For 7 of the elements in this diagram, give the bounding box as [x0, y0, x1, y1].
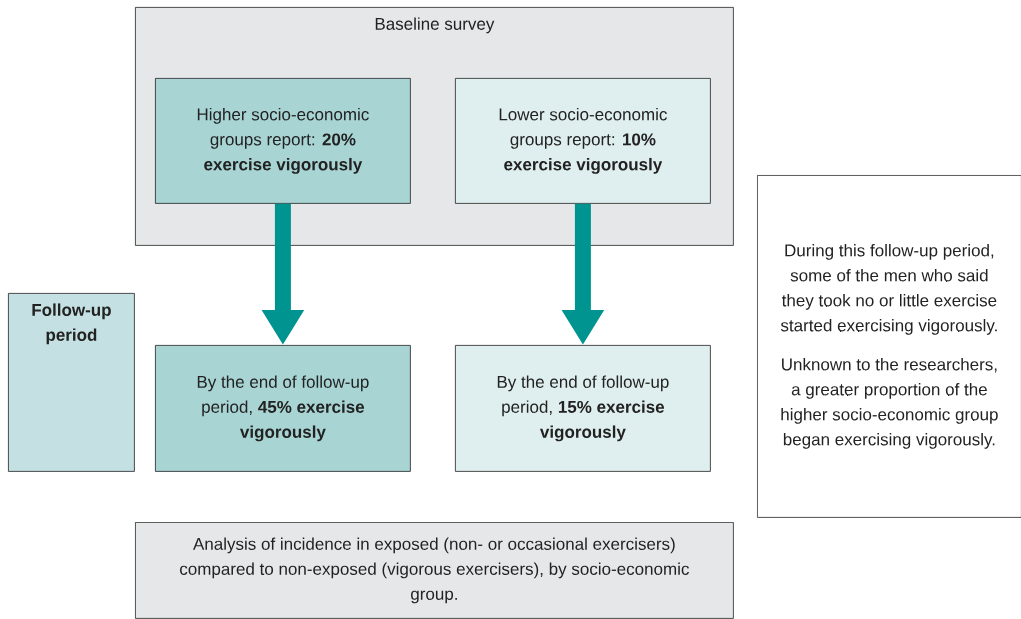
process-box: Higher socio-economic groups report: 20% exercise vigorously [155, 78, 411, 204]
process-box: By the end of follow-up period, 15% exercise vigorously [455, 345, 711, 472]
note-box: During this follow-up period, some of the men who said they took no or little exercise started exercising vigorously. Unknown to the researchers, a greater proportion of the higher socio-economic group began exercising vigorously. [757, 175, 1021, 518]
summary-box: Analysis of incidence in exposed (non- or occasional exercisers) compared to non-exposed (vigorous exercisers), by socio-economic group. [135, 522, 734, 619]
side-label-box: Follow-up period [8, 293, 135, 472]
process-box: Lower socio-economic groups report: 10% exercise vigorously [455, 78, 711, 204]
process-box: By the end of follow-up period, 45% exercise vigorously [155, 345, 411, 472]
